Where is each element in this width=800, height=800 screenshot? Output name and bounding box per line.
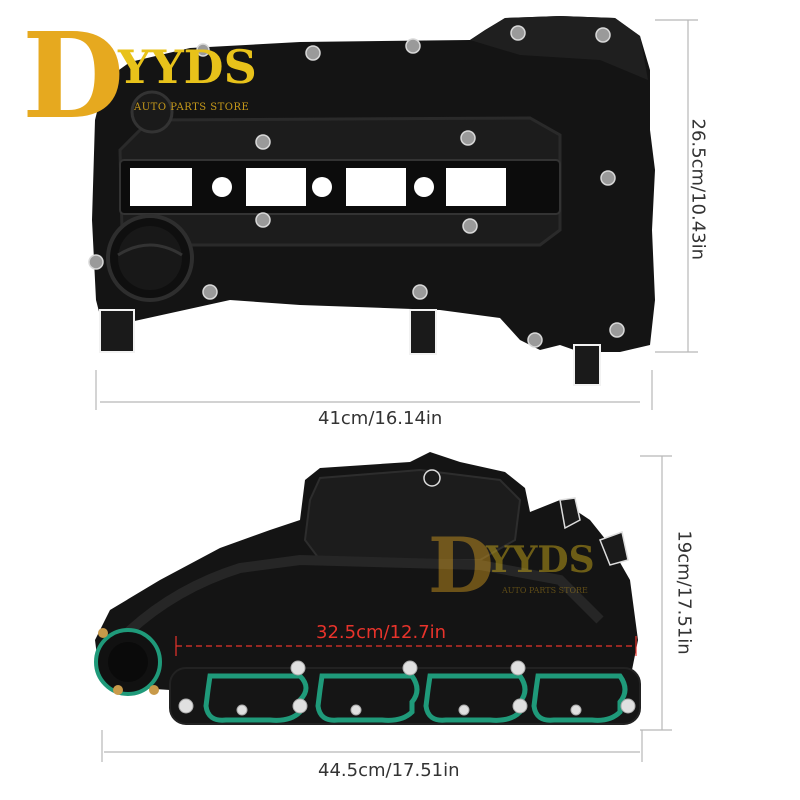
cover-width-label: 41cm/16.14in [318, 408, 443, 429]
cover-height-label: 26.5cm/10.43in [687, 118, 709, 261]
watermark-letter: D [428, 521, 494, 610]
logo-subtitle: AUTO PARTS STORE [134, 102, 250, 113]
cover-window [446, 168, 506, 206]
cover-window [346, 168, 406, 206]
cover-window [246, 168, 306, 206]
manifold-dimension-lines [101, 455, 672, 762]
cover-dimension-lines [95, 19, 698, 410]
mount-tab [409, 309, 437, 355]
manifold-height-label: 19cm/17.51in [673, 530, 695, 655]
watermark-text: YYDS [486, 539, 595, 581]
watermark-subtitle: AUTO PARTS STORE [502, 586, 588, 595]
cover-window [130, 168, 192, 206]
inner-width-line [175, 636, 637, 656]
logo-letter: D [22, 6, 124, 145]
store-logo: D YYDS AUTO PARTS STORE [22, 6, 272, 145]
manifold-width-label: 44.5cm/17.51in [318, 760, 460, 781]
intake-manifold [94, 452, 641, 725]
mount-tab [573, 344, 601, 386]
gasket [203, 673, 628, 723]
mount-tab [99, 309, 135, 353]
valve-cover [88, 16, 655, 386]
pcv-valve [130, 90, 174, 134]
watermark-logo: D YYDS AUTO PARTS STORE [428, 528, 618, 608]
logo-text: YYDS [118, 40, 257, 94]
manifold-inner-width-label: 32.5cm/12.7in [316, 622, 447, 643]
